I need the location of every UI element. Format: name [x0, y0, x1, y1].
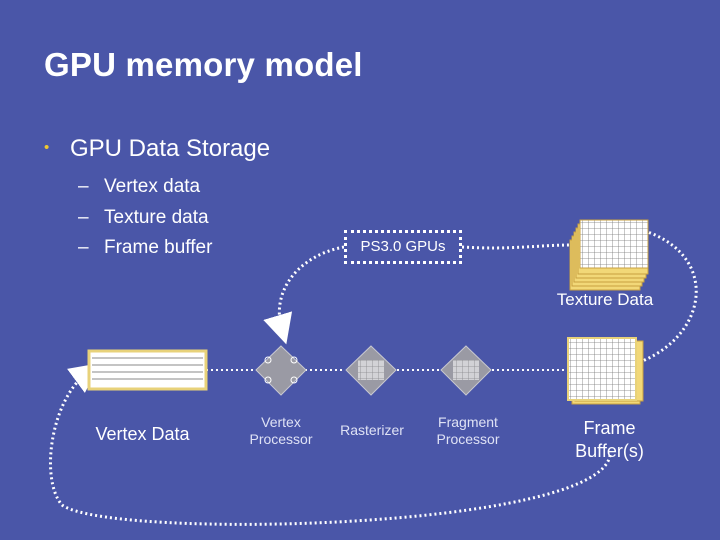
- vertex-processor-icon: [255, 345, 307, 396]
- slide-title: GPU memory model: [44, 46, 363, 83]
- texture-data-label: Texture Data: [556, 290, 654, 309]
- dash-icon: –: [78, 207, 89, 228]
- sub-item-label: Frame buffer: [104, 237, 213, 258]
- frame-buffer-icon: [567, 337, 644, 405]
- bullet-dot-icon: •: [44, 139, 50, 156]
- texture-stack-icon: [569, 219, 649, 291]
- feedback-loop-line: [49, 363, 612, 526]
- frame-buffer-label: Frame Buffer(s): [552, 417, 667, 463]
- frame-buffer-label-line1: Frame: [583, 418, 636, 438]
- vertex-processor-label: Vertex Processor: [235, 414, 327, 448]
- dash-icon: –: [78, 237, 89, 258]
- fragment-processor-label-line1: Fragment: [438, 414, 498, 430]
- dash-icon: –: [78, 176, 89, 197]
- sub-item-framebuffer: –Frame buffer: [78, 237, 212, 259]
- sub-item-label: Texture data: [104, 207, 209, 228]
- rasterizer-icon: [345, 345, 397, 396]
- fragment-processor-label: Fragment Processor: [422, 414, 514, 448]
- fragment-processor-label-line2: Processor: [436, 431, 500, 447]
- vertex-data-box: [87, 349, 208, 391]
- rasterizer-label: Rasterizer: [340, 422, 404, 438]
- bullet-text: GPU Data Storage: [70, 135, 271, 162]
- frame-buffer-label-line2: Buffer(s): [575, 441, 644, 461]
- vertex-data-label: Vertex Data: [95, 424, 190, 444]
- ps-to-texture-line: [461, 243, 571, 250]
- sub-item-texture: –Texture data: [78, 207, 209, 229]
- ps30-gpus-box: PS3.0 GPUs: [344, 230, 462, 264]
- sub-item-label: Vertex data: [104, 176, 201, 197]
- ps-to-vertex-arrow: [263, 245, 345, 345]
- vertex-processor-label-line1: Vertex: [261, 414, 301, 430]
- vertex-processor-label-line2: Processor: [249, 431, 313, 447]
- fragment-processor-icon: [440, 345, 492, 396]
- sub-item-vertex: –Vertex data: [78, 176, 200, 198]
